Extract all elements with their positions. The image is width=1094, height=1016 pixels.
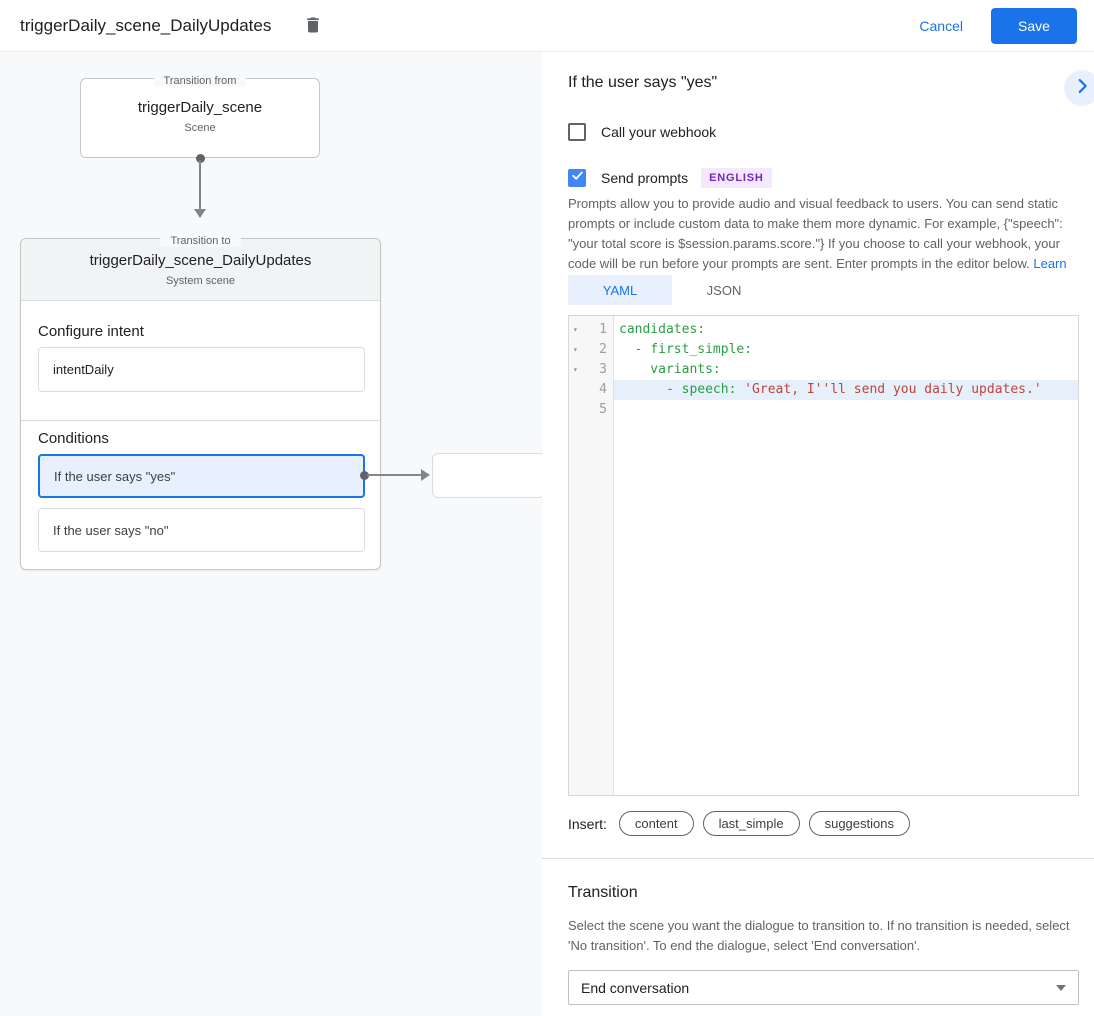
- line-number: 1: [599, 322, 607, 337]
- fold-arrow-icon[interactable]: ▾: [573, 325, 578, 334]
- fold-arrow-icon[interactable]: ▾: [573, 345, 578, 354]
- code-line[interactable]: candidates:: [614, 320, 1078, 340]
- cancel-button[interactable]: Cancel: [919, 17, 963, 34]
- transition-select[interactable]: End conversation: [568, 970, 1079, 1005]
- transition-heading: Transition: [568, 884, 638, 901]
- chevron-right-icon: [1071, 75, 1093, 102]
- conditions-heading: Conditions: [38, 430, 109, 447]
- prompts-description: Prompts allow you to provide audio and v…: [568, 194, 1080, 294]
- editor-line: 4 - speech: 'Great, I''ll send you daily…: [569, 380, 1078, 400]
- page-title: triggerDaily_scene_DailyUpdates: [20, 15, 272, 35]
- intent-value: intentDaily: [53, 362, 114, 377]
- line-number: 3: [599, 362, 607, 377]
- tab-json[interactable]: JSON: [706, 282, 742, 298]
- from-scene-name: triggerDaily_scene: [137, 99, 263, 116]
- transition-target-node[interactable]: [432, 453, 545, 498]
- send-prompts-row: Send prompts ENGLISH: [568, 168, 772, 188]
- tab-yaml[interactable]: YAML: [568, 275, 672, 305]
- code-line[interactable]: - speech: 'Great, I''ll send you daily u…: [614, 380, 1078, 400]
- webhook-row: Call your webhook: [568, 123, 716, 141]
- condition-item-no[interactable]: If the user says "no": [38, 508, 365, 552]
- connector-line-vertical: [199, 160, 201, 210]
- section-divider: [542, 858, 1094, 859]
- transition-description: Select the scene you want the dialogue t…: [568, 918, 1070, 953]
- line-number-cell: ▾2: [569, 340, 614, 360]
- editor-line: ▾3 variants:: [569, 360, 1078, 380]
- condition-title: If the user says "yes": [568, 74, 718, 91]
- dropdown-caret-icon: [1056, 984, 1066, 991]
- arrow-down-icon: [194, 209, 206, 218]
- to-scene-name: triggerDaily_scene_DailyUpdates: [89, 252, 312, 269]
- call-webhook-label: Call your webhook: [601, 124, 717, 140]
- code-line[interactable]: - first_simple:: [614, 340, 1078, 360]
- card-divider: [21, 420, 380, 421]
- code-token-key: - speech:: [619, 382, 745, 397]
- connector-dot: [360, 471, 369, 480]
- send-prompts-checkbox[interactable]: [568, 169, 586, 187]
- code-token-key: candidates:: [619, 322, 706, 337]
- call-webhook-checkbox[interactable]: [568, 123, 586, 141]
- code-token-key: variants:: [619, 362, 721, 377]
- intent-input[interactable]: intentDaily: [38, 347, 365, 392]
- line-number-cell: ▾3: [569, 360, 614, 380]
- insert-row: Insert: content last_simple suggestions: [568, 811, 910, 836]
- code-token-string: 'Great, I''ll send you daily updates.': [744, 382, 1042, 397]
- transition-from-node[interactable]: Transition from triggerDaily_scene Scene: [80, 75, 320, 158]
- top-bar: triggerDaily_scene_DailyUpdates Cancel S…: [0, 0, 1094, 52]
- code-line[interactable]: variants:: [614, 360, 1078, 380]
- transition-to-legend: Transition to: [21, 231, 380, 249]
- send-prompts-label: Send prompts: [601, 170, 689, 186]
- editor-line: 5: [569, 400, 1078, 420]
- transition-selected-value: End conversation: [581, 979, 690, 996]
- editor-gutter: [569, 316, 614, 795]
- condition-details-panel: If the user says "yes" Call your webhook…: [542, 52, 1094, 1016]
- to-scene-header[interactable]: triggerDaily_scene_DailyUpdates System s…: [21, 239, 380, 301]
- insert-chip-last_simple[interactable]: last_simple: [702, 811, 800, 836]
- condition-label: If the user says "no": [53, 522, 169, 538]
- connector-line-horizontal: [367, 474, 422, 476]
- condition-label: If the user says "yes": [54, 468, 176, 484]
- line-number: 4: [599, 382, 607, 397]
- scene-diagram-panel: Transition from triggerDaily_scene Scene…: [0, 52, 545, 1016]
- trash-icon: [303, 15, 323, 40]
- collapse-panel-button[interactable]: [1064, 70, 1094, 106]
- insert-chip-suggestions[interactable]: suggestions: [808, 811, 910, 836]
- language-badge: ENGLISH: [701, 168, 772, 188]
- line-number-cell: 4: [569, 380, 614, 400]
- editor-line: ▾2 - first_simple:: [569, 340, 1078, 360]
- code-token-key: - first_simple:: [619, 342, 753, 357]
- code-line[interactable]: [614, 400, 1078, 420]
- condition-item-yes[interactable]: If the user says "yes": [38, 454, 365, 498]
- transition-to-card: Transition to triggerDaily_scene_DailyUp…: [20, 235, 381, 570]
- line-number: 2: [599, 342, 607, 357]
- transition-from-legend: Transition from: [81, 71, 319, 89]
- checkmark-icon: [571, 169, 584, 187]
- from-scene-type: Scene: [184, 122, 216, 134]
- connector-dot: [196, 154, 205, 163]
- top-bar-actions: Cancel Save: [919, 7, 1077, 44]
- fold-arrow-icon[interactable]: ▾: [573, 365, 578, 374]
- line-number-cell: 5: [569, 400, 614, 420]
- delete-button[interactable]: [300, 14, 326, 40]
- insert-chip-content[interactable]: content: [618, 811, 694, 836]
- configure-intent-heading: Configure intent: [38, 323, 144, 340]
- line-number-cell: ▾1: [569, 320, 614, 340]
- arrow-right-icon: [421, 469, 430, 481]
- save-button[interactable]: Save: [991, 7, 1077, 44]
- to-scene-type: System scene: [165, 275, 236, 287]
- insert-label: Insert:: [568, 815, 607, 832]
- editor-format-tabs: YAML JSON: [568, 275, 776, 305]
- line-number: 5: [599, 402, 607, 417]
